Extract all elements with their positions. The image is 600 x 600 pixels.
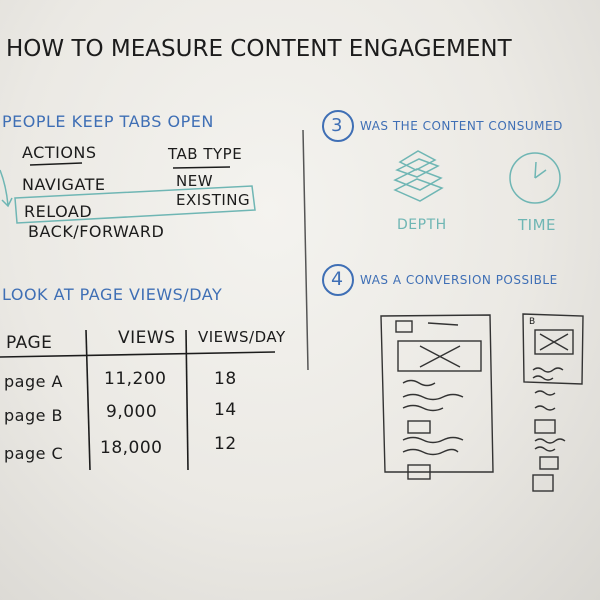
section3-heading: WAS THE CONTENT CONSUMED — [360, 119, 563, 133]
action-back-forward: BACK/FORWARD — [28, 222, 165, 241]
action-navigate: NAVIGATE — [22, 175, 106, 194]
tabtype-new: NEW — [176, 172, 214, 190]
col-views: VIEWS — [118, 328, 176, 348]
cell-views: 9,000 — [106, 402, 158, 422]
col-views-per-day: VIEWS/DAY — [198, 328, 286, 346]
depth-label: DEPTH — [397, 217, 447, 233]
section4-number: 4 — [331, 268, 344, 290]
section3-number: 3 — [331, 115, 343, 136]
cell-views-per-day: 18 — [214, 369, 237, 389]
cell-page: page C — [4, 444, 64, 463]
board-title: HOW TO MEASURE CONTENT ENGAGEMENT — [6, 36, 512, 62]
mobile-wireframe — [522, 313, 584, 492]
tabs-heading: PEOPLE KEEP TABS OPEN — [2, 112, 214, 131]
time-label: TIME — [518, 216, 557, 234]
clock-icon — [509, 152, 561, 204]
cell-views-per-day: 14 — [214, 400, 237, 420]
col-page: PAGE — [6, 333, 53, 353]
tabtype-header: TAB TYPE — [168, 145, 243, 163]
reload-highlight — [0, 169, 256, 224]
table-lines — [0, 329, 276, 471]
desktop-wireframe — [380, 314, 494, 480]
views-heading: LOOK AT PAGE VIEWS/DAY — [2, 285, 223, 304]
cell-views-per-day: 12 — [214, 434, 237, 454]
cell-page: page B — [4, 406, 64, 425]
cell-views: 11,200 — [104, 369, 167, 389]
action-reload: RELOAD — [24, 202, 93, 221]
tabs-section-lines — [29, 162, 231, 169]
mobile-logo: B — [529, 317, 536, 327]
number-3-circle — [322, 110, 354, 142]
number-4-circle — [322, 264, 354, 296]
section4-heading: WAS A CONVERSION POSSIBLE — [360, 273, 558, 287]
divider — [302, 129, 309, 371]
layers-icon — [393, 150, 444, 202]
tabtype-existing: EXISTING — [176, 191, 251, 209]
cell-views: 18,000 — [100, 438, 163, 458]
actions-header: ACTIONS — [22, 143, 97, 162]
cell-page: page A — [4, 372, 63, 391]
